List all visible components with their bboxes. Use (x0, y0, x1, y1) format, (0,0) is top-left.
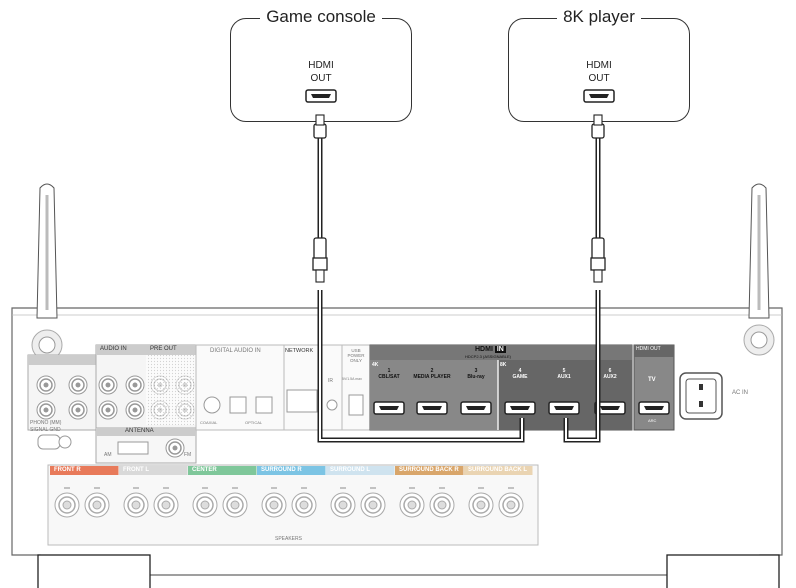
hdmi-out-arc-label: ARC (648, 418, 657, 423)
hdmi-in-5-port[interactable] (548, 401, 580, 415)
game-console-title: Game console (260, 7, 382, 26)
antenna-terminal (95, 427, 197, 464)
fm-label: FM (184, 452, 192, 458)
hdmi-in-4-port[interactable] (504, 401, 536, 415)
am-label: AM (104, 452, 112, 458)
signal-gnd (37, 434, 72, 450)
speaker-group-band (50, 466, 119, 475)
hdmi-in-1-port[interactable] (373, 401, 405, 415)
phono-label: PHONO (MM) (30, 420, 62, 426)
speaker-group-label: FRONT L (123, 467, 149, 473)
speaker-group-band (188, 466, 257, 475)
digital-audio-label: DIGITAL AUDIO IN (210, 348, 261, 354)
hdmi-out-label: HDMI (308, 60, 334, 71)
hdmi-out-label-2: OUT (588, 73, 610, 84)
speaker-group-band (464, 466, 533, 475)
speaker-group-label: FRONT R (54, 467, 81, 473)
speaker-group-label: SURROUND L (330, 467, 370, 473)
hdmi-in-3-port[interactable] (460, 401, 492, 415)
digital-audio-panel (195, 344, 285, 431)
antenna-label: ANTENNA (125, 428, 154, 434)
hdcp-label: HDCP2.3 (ASSIGNABLE) (465, 354, 512, 359)
speaker-group-band (119, 466, 188, 475)
optical-label: OPTICAL (245, 420, 263, 425)
pre-out-label: PRE OUT (150, 346, 177, 352)
usb-rating-label: 5V/1.5A max (342, 377, 362, 381)
speaker-group-band (257, 466, 326, 475)
antenna-right (743, 183, 775, 356)
hdmi-out-tv-port[interactable] (638, 401, 670, 415)
hdmi-plug-game-mid (312, 237, 328, 283)
hdmi-plug-game-top (313, 114, 327, 139)
group-4k-label: 4K (372, 362, 379, 368)
8k-player-box: 8K player HDMI OUT (508, 7, 690, 122)
8k-player-title: 8K player (557, 7, 641, 26)
hdmi-in-2-port[interactable] (416, 401, 448, 415)
signal-gnd-label: SIGNAL GND (30, 427, 61, 433)
game-console-box: Game console HDMI OUT (230, 7, 412, 122)
foot-left (37, 554, 151, 588)
network-port (283, 344, 321, 431)
foot-right (666, 554, 780, 588)
speaker-group-label: SURROUND BACK R (399, 467, 459, 473)
group-8k-label: 8K (500, 362, 507, 368)
antenna-left (31, 183, 63, 361)
hdmi-in-header: HDMI IN (475, 346, 506, 353)
speaker-group-label: SURROUND BACK L (468, 467, 527, 473)
speaker-group-label: SURROUND R (261, 467, 302, 473)
usb-ir-panel (321, 344, 371, 431)
hdmi-out-header: HDMI OUT (636, 346, 661, 352)
usb-label: USB POWER ONLY (347, 348, 365, 363)
hdmi-cable-8k (563, 135, 601, 443)
audio-in-panel (27, 344, 197, 431)
ir-label: IR (328, 378, 333, 384)
hdmi-out-label: HDMI (586, 60, 612, 71)
hdmi-out-label-2: OUT (310, 73, 332, 84)
hdmi-plug-8k-top (591, 114, 605, 139)
ac-inlet (679, 372, 723, 420)
hdmi-cable-game (317, 135, 525, 443)
speaker-group-band (395, 466, 464, 475)
hdmi-out-panel (633, 344, 675, 431)
speakers-label: SPEAKERS (275, 536, 302, 542)
speaker-group-band (326, 466, 395, 475)
network-label: NETWORK (285, 348, 314, 354)
8k-player-hdmi-port (583, 89, 615, 103)
game-console-hdmi-port (305, 89, 337, 103)
hdmi-out-tv-label: TV (648, 377, 656, 383)
hdmi-plug-8k-mid (590, 237, 606, 283)
coaxial-label: COAXIAL (200, 420, 218, 425)
hdmi-in-badge: IN (494, 346, 506, 353)
audio-in-label: AUDIO IN (100, 346, 127, 352)
speaker-group-label: CENTER (192, 467, 217, 473)
ac-in-label: AC IN (732, 390, 749, 396)
